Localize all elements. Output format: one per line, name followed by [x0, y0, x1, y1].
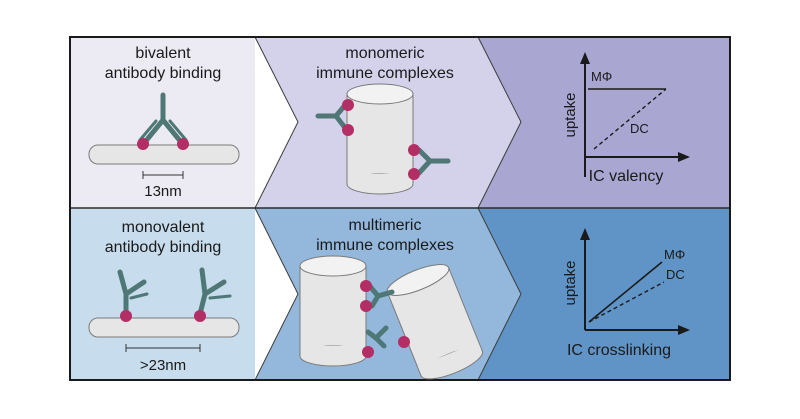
series-line-mphi	[588, 261, 663, 323]
panel-bottom-1-title-line1: monovalent	[122, 219, 205, 236]
y-antibody-icon	[138, 92, 188, 145]
surface-bar-icon	[88, 144, 240, 165]
antigen-dot-icon	[398, 336, 410, 348]
series-label-dc: DC	[630, 121, 649, 136]
panel-bottom-3-bg	[478, 208, 730, 380]
series-line-dc	[593, 88, 667, 150]
antigen-dot-icon	[362, 346, 374, 358]
chart-top: MΦ DC uptake IC valency	[562, 52, 690, 185]
antigen-dot-icon	[342, 124, 354, 136]
antigen-dot-icon	[120, 310, 132, 322]
chevron-divider-top-1	[254, 36, 299, 209]
scale-label-bottom: >23nm	[140, 357, 186, 374]
antigen-dot-icon	[408, 168, 420, 180]
y-axis-label: uptake	[562, 260, 579, 305]
y-antibody-icon	[416, 147, 451, 176]
panel-top-2-title-line2: immune complexes	[316, 65, 454, 82]
antigen-dot-icon	[137, 138, 149, 150]
series-label-mphi: MΦ	[591, 69, 612, 84]
antigen-dot-icon	[408, 144, 420, 156]
panel-bottom-1-title-line2: antibody binding	[105, 239, 222, 256]
antigen-dot-icon	[360, 280, 372, 292]
panel-bottom-2-title-line2: immune complexes	[316, 237, 454, 254]
antigen-dot-icon	[194, 310, 206, 322]
chevron-divider-top-2	[477, 36, 522, 209]
cylinder-icon	[299, 255, 367, 367]
panel-top-2-title-line1: monomeric	[345, 45, 424, 62]
x-axis-label: IC crosslinking	[567, 342, 671, 359]
x-axis-arrow-icon	[678, 325, 690, 335]
chevron-divider-bottom-1	[254, 207, 299, 381]
chart-bottom: MΦ DC uptake IC crosslinking	[562, 228, 690, 359]
panel-top-1-title-line1: bivalent	[135, 45, 191, 62]
figure-border	[69, 36, 731, 381]
panel-top-3-bg	[478, 37, 730, 208]
scale-bar-icon	[142, 171, 184, 179]
scale-bar-icon	[125, 344, 201, 352]
antigen-dot-icon	[342, 99, 354, 111]
antigen-dot-icon	[360, 300, 372, 312]
chevron-divider-bottom-2	[477, 207, 522, 381]
antigen-dot-icon	[177, 138, 189, 150]
cylinder-icon	[346, 83, 414, 195]
y-axis-arrow-icon	[580, 228, 590, 240]
scale-label-top: 13nm	[144, 183, 182, 200]
panel-bottom-1-bg	[70, 208, 255, 380]
x-axis-arrow-icon	[678, 152, 690, 162]
series-label-mphi: MΦ	[664, 247, 685, 262]
panel-top-1-title-line2: antibody binding	[105, 65, 222, 82]
y-antibody-icon	[365, 325, 389, 349]
series-label-dc: DC	[666, 267, 685, 282]
y-axis-arrow-icon	[580, 52, 590, 64]
y-axis-label: uptake	[562, 92, 579, 137]
series-line-dc	[588, 281, 665, 323]
x-axis-label: IC valency	[589, 168, 664, 185]
surface-bar-icon	[88, 317, 240, 338]
panel-bottom-2-title-line1: multimeric	[349, 217, 422, 234]
